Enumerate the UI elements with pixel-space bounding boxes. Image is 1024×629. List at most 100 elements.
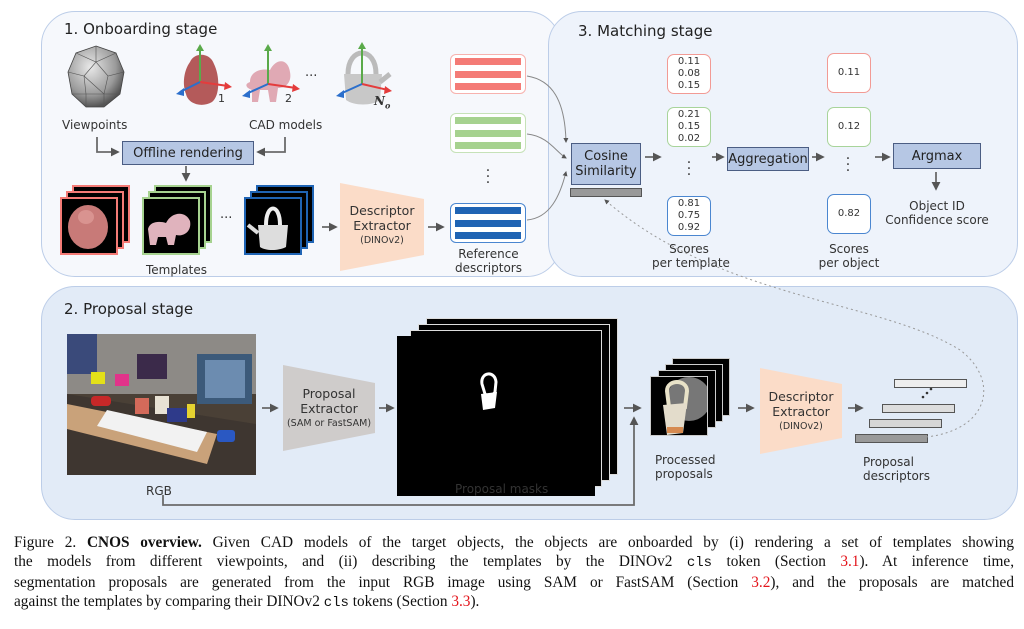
proposal-extractor-line2: Extractor	[300, 401, 358, 416]
caption-text: token (Section	[726, 553, 826, 570]
caption-text: ), and the proposals are matched	[770, 574, 1014, 591]
processed-proposals-label: Processed proposals	[655, 453, 716, 481]
caption-line-4: against the templates by comparing their…	[14, 592, 1014, 613]
descriptor-bar	[455, 219, 521, 227]
descriptor-bar	[455, 70, 521, 78]
proposal-stage-title: 2. Proposal stage	[64, 300, 194, 318]
proposal-descriptor-bar	[869, 419, 942, 428]
scores-per-template-line1: Scores	[669, 242, 709, 256]
template-card	[244, 197, 302, 255]
descriptor-bar	[455, 232, 521, 239]
template-card	[142, 197, 200, 255]
figure-title: CNOS overview.	[86, 534, 202, 551]
score-value: 0.11	[677, 56, 701, 67]
viewpoints-sphere-icon	[67, 45, 125, 108]
caption-text: Given CAD models of the target objects, …	[212, 534, 1015, 551]
descriptor-bar	[455, 129, 521, 137]
reference-descriptors-vertical-ellipsis: ···	[485, 163, 491, 191]
processed-proposal-card	[650, 376, 708, 436]
caption-text: tokens (Section	[352, 593, 448, 610]
cad-index-2: 2	[285, 92, 292, 105]
figure-label: Figure 2.	[14, 534, 77, 551]
template-card	[60, 197, 118, 255]
cad-model-2-icon	[242, 44, 300, 102]
mask-silhouette-icon	[480, 372, 498, 410]
green-object-render-icon	[148, 213, 191, 245]
descriptor-bar	[455, 117, 521, 124]
section-link-3-1[interactable]: 3.1	[840, 553, 860, 570]
template-score-box-green: 0.21 0.15 0.02	[667, 107, 711, 147]
descriptor-bar	[455, 207, 521, 214]
score-value: 0.15	[677, 121, 701, 132]
proposal-descriptor-bar	[855, 434, 928, 443]
descriptor-extractor-label: Descriptor Extractor (DINOv2)	[340, 203, 424, 248]
caption-line-1: Figure 2. CNOS overview. Given CAD model…	[14, 533, 1014, 552]
aggregation-box: Aggregation	[727, 147, 809, 171]
cad-models-label: CAD models	[249, 118, 323, 132]
score-value: 0.75	[677, 210, 701, 221]
descriptor-bar	[455, 58, 521, 65]
object-score-box-blue: 0.82	[827, 194, 871, 234]
section-link-3-2[interactable]: 3.2	[751, 574, 771, 591]
templates-label: Templates	[146, 263, 208, 277]
object-score-box-green: 0.12	[827, 107, 871, 147]
proposal-extractor-line1: Proposal	[302, 386, 356, 401]
cad-index-n-base: N	[374, 94, 385, 108]
processed-proposals-line2: proposals	[655, 467, 713, 481]
figure-caption: Figure 2. CNOS overview. Given CAD model…	[14, 533, 1014, 613]
cad-index-1: 1	[218, 92, 225, 105]
object-score-box-red: 0.11	[827, 53, 871, 93]
scores-per-object-line1: Scores	[829, 242, 869, 256]
query-descriptor-bar	[570, 188, 642, 197]
score-value: 0.11	[837, 67, 861, 78]
cad-index-n-subscript: o	[384, 100, 391, 111]
descriptor-bar	[455, 83, 521, 90]
descriptor-extractor-trapezoid	[340, 183, 424, 271]
processed-proposal-object-icon	[663, 377, 707, 435]
proposal-extractor-label: Proposal Extractor (SAM or FastSAM)	[277, 386, 381, 431]
proposal-descriptor-extractor-sub: (DINOv2)	[779, 421, 823, 432]
cad-model-1-icon	[176, 44, 232, 105]
caption-line-2: the models from different viewpoints, an…	[14, 552, 1014, 573]
score-value: 0.92	[677, 222, 701, 233]
rgb-input-image	[67, 334, 256, 475]
caption-text: against the templates by comparing their…	[14, 593, 320, 610]
rgb-scene-photo	[67, 334, 256, 475]
red-object-render-icon	[68, 205, 108, 249]
proposal-descriptor-extractor-line1: Descriptor	[768, 389, 834, 404]
cad-model-n-icon	[336, 42, 392, 105]
score-value: 0.81	[677, 198, 701, 209]
cad-models-ellipsis: ···	[305, 69, 318, 84]
proposal-mask-card	[397, 336, 595, 496]
proposal-descriptors-label: Proposal descriptors	[863, 455, 930, 483]
caption-text: ).	[470, 593, 480, 610]
descriptor-extractor-sub: (DINOv2)	[360, 235, 404, 246]
scores-per-template-label: Scores per template	[652, 242, 730, 270]
object-scores-vertical-ellipsis: ···	[845, 151, 851, 179]
offline-rendering-box: Offline rendering	[122, 141, 254, 165]
reference-descriptor-blue	[450, 203, 526, 243]
score-value: 0.12	[837, 121, 861, 132]
cosine-similarity-line2: Similarity	[575, 164, 637, 179]
argmax-box: Argmax	[893, 143, 981, 169]
reference-descriptors-line2: descriptors	[455, 261, 522, 275]
caption-text: ). At inference time,	[859, 553, 1015, 570]
scores-per-object-line2: per object	[818, 256, 880, 270]
cosine-similarity-box: Cosine Similarity	[571, 143, 641, 185]
proposal-extractor-sub: (SAM or FastSAM)	[286, 418, 372, 429]
score-value: 0.08	[677, 68, 701, 79]
caption-code: cls	[686, 555, 713, 571]
object-id-label: Object ID	[909, 199, 965, 213]
matching-stage-title: 3. Matching stage	[578, 22, 713, 40]
score-value: 0.82	[837, 208, 861, 219]
rgb-label: RGB	[146, 484, 172, 498]
templates-ellipsis: ···	[220, 211, 233, 226]
template-score-box-blue: 0.81 0.75 0.92	[667, 196, 711, 236]
scores-per-template-line2: per template	[652, 256, 730, 270]
proposal-descriptor-extractor-label: Descriptor Extractor (DINOv2)	[760, 389, 842, 434]
proposal-descriptors-line1: Proposal	[863, 455, 914, 469]
score-value: 0.21	[677, 109, 701, 120]
scores-per-object-label: Scores per object	[818, 242, 880, 270]
section-link-3-3[interactable]: 3.3	[451, 593, 471, 610]
reference-descriptor-green	[450, 113, 526, 153]
